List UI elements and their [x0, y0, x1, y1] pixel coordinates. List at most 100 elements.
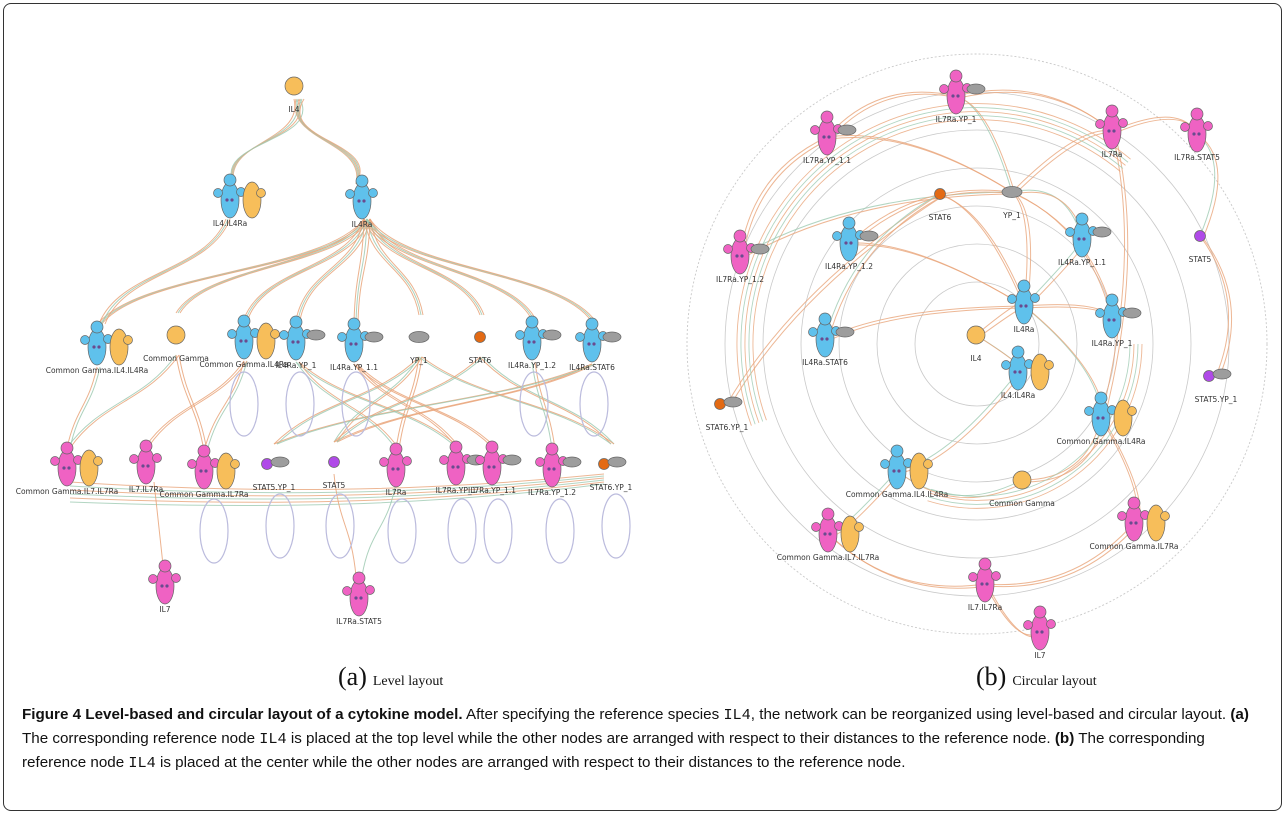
panel-a-edge: [357, 218, 371, 323]
panel-b-node-label: IL7Ra.STAT5: [1174, 153, 1220, 162]
panel-a-edge: [534, 361, 556, 450]
panel-a-edge: [363, 218, 481, 316]
panel-a-edge: [273, 356, 420, 445]
panel-a-node-common-gamma-il4-il4ra: Common Gamma.IL4.IL4Ra: [46, 320, 148, 375]
panel-a-self-loop: [229, 371, 259, 437]
panel-a-edge: [355, 218, 368, 323]
panel-b-node-common-gamma-il7-il7ra: Common Gamma.IL7.IL7Ra: [777, 507, 879, 562]
panel-a-node-label: IL7Ra: [386, 488, 407, 497]
panel-a-node-label: STAT6: [469, 356, 492, 365]
panel-b-edge: [958, 91, 1116, 134]
panel-b-edge: [826, 135, 1013, 193]
panel-b-edge: [827, 195, 944, 342]
panel-a-node-il7ra-stat5: IL7Ra.STAT5: [336, 571, 382, 626]
panel-a-edge: [297, 218, 368, 321]
panel-a-edge: [369, 218, 597, 323]
panel-a-node-common-gamma-il7-il7ra: Common Gamma.IL7.IL7Ra: [16, 441, 119, 496]
panel-b-node-label: IL4Ra.YP_1: [1092, 339, 1133, 348]
panel-b-node-stat6-yp-1: STAT6.YP_1: [706, 396, 749, 432]
caption-text: The corresponding reference node: [22, 730, 260, 747]
panel-b-node-label: IL7.IL7Ra: [968, 603, 1002, 612]
panel-a-node-il7ra-yp-1-2: IL7Ra.YP_1.2: [528, 442, 582, 497]
panel-b-node-il4ra-yp-1-2: IL4Ra.YP_1.2: [825, 216, 879, 271]
panel-a-edge: [178, 354, 208, 452]
caption-text: is placed at the center while the other …: [155, 754, 906, 771]
panel-a-node-stat5: STAT5: [323, 456, 346, 490]
panel-b-node-stat6: STAT6: [929, 188, 952, 222]
panel-b-node-yp-1: YP_1: [1001, 186, 1023, 220]
panel-b-node-label: STAT6.YP_1: [706, 423, 749, 432]
panel-a-edge: [353, 218, 365, 323]
panel-a-edge: [369, 218, 424, 316]
panel-b-edge: [1199, 135, 1219, 239]
subfigure-letter-b: (b): [976, 662, 1007, 691]
panel-b-edge: [930, 343, 1131, 497]
panel-a-edge: [295, 218, 365, 321]
panel-b-node-label: IL7Ra.YP_1: [936, 115, 977, 124]
panel-b-node-label: IL7Ra.YP_1.2: [716, 275, 764, 284]
panel-a-edge: [398, 356, 423, 450]
panel-b-edge: [848, 189, 1013, 244]
panel-b-node-il7ra: IL7Ra: [1095, 104, 1128, 159]
panel-a-edge: [366, 218, 535, 321]
panel-a-node-label: IL7Ra.YP_1.1: [468, 486, 516, 495]
panel-a-node-il4ra-yp-1-1: IL4Ra.YP_1.1: [330, 317, 384, 372]
panel-a-self-loop: [265, 493, 295, 559]
panel-a-edge: [101, 218, 229, 325]
panel-a-node-label: IL4Ra: [352, 220, 373, 229]
panel-a-edge: [336, 356, 484, 443]
panel-a-node-label: IL7Ra.STAT5: [336, 617, 382, 626]
panel-a-edge: [243, 218, 365, 320]
panel-b-edge: [851, 244, 1028, 309]
panel-a-edge: [333, 356, 420, 443]
panel-a-node-il7: IL7: [148, 559, 181, 614]
panel-b-node-common-gamma: Common Gamma: [989, 470, 1055, 508]
panel-a-self-loop: [545, 498, 575, 564]
panel-b-node-label: IL4.IL4Ra: [1001, 391, 1035, 400]
panel-b-node-label: IL7Ra.YP_1.1: [803, 156, 851, 165]
panel-a-edge: [366, 218, 422, 316]
panel-b-edge: [739, 191, 1013, 257]
panel-a-node-label: IL4Ra.STAT6: [569, 363, 615, 372]
panel-a-edge: [66, 354, 177, 449]
panel-b-edge: [955, 95, 1013, 193]
panel-a-node-il7ra-yp-1: IL7Ra.YP_1: [436, 440, 486, 495]
panel-b-edge: [1202, 237, 1233, 379]
panel-b-edge: [829, 136, 1016, 195]
panel-b-node-label: Common Gamma.IL7Ra: [1090, 542, 1179, 551]
panel-a-node-label: Common Gamma.IL7.IL7Ra: [16, 487, 119, 496]
caption-text: The corresponding reference node: [22, 730, 1205, 771]
panel-a-node-label: Common Gamma.IL4Ra: [200, 360, 289, 369]
panel-a-edge: [294, 98, 358, 185]
panel-b-edge: [742, 138, 831, 259]
panel-b-node-il7ra-yp-1-2: IL7Ra.YP_1.2: [716, 229, 770, 284]
panel-a-edge: [299, 98, 361, 185]
panel-a-node-label: IL4: [288, 105, 299, 114]
panel-b-node-il7ra-stat5: IL7Ra.STAT5: [1174, 107, 1220, 162]
subfigure-caption-b: Circular layout: [1012, 674, 1097, 689]
panel-b-edge: [748, 115, 1124, 422]
panel-a-edge: [299, 218, 371, 321]
panel-b-node-stat5: STAT5: [1189, 230, 1212, 264]
panel-b-edge: [1199, 235, 1230, 377]
subfigure-label-b: (b) Circular layout: [976, 662, 1097, 692]
figure-caption: Figure 4 Level-based and circular layout…: [22, 703, 1272, 775]
panel-a-edge: [363, 218, 593, 323]
panel-a-self-loop: [579, 371, 609, 437]
panel-a-node-stat6-yp-1: STAT6.YP_1: [590, 456, 633, 492]
panel-b-edge: [752, 119, 1121, 421]
panel-b-edge: [1103, 132, 1129, 421]
panel-a-edge: [353, 363, 457, 448]
panel-a-node-label: Common Gamma: [143, 354, 209, 363]
panel-b-node-il7-il7ra: IL7.IL7Ra: [968, 557, 1002, 612]
panel-a-edge: [69, 473, 605, 491]
panel-b-ring: [876, 243, 1078, 445]
panel-b-edge: [824, 193, 941, 340]
panel-a-node-il4: IL4: [284, 76, 304, 114]
panel-a-edge: [98, 218, 227, 325]
panel-a-edge: [479, 356, 612, 445]
panel-a-edge: [69, 354, 180, 449]
